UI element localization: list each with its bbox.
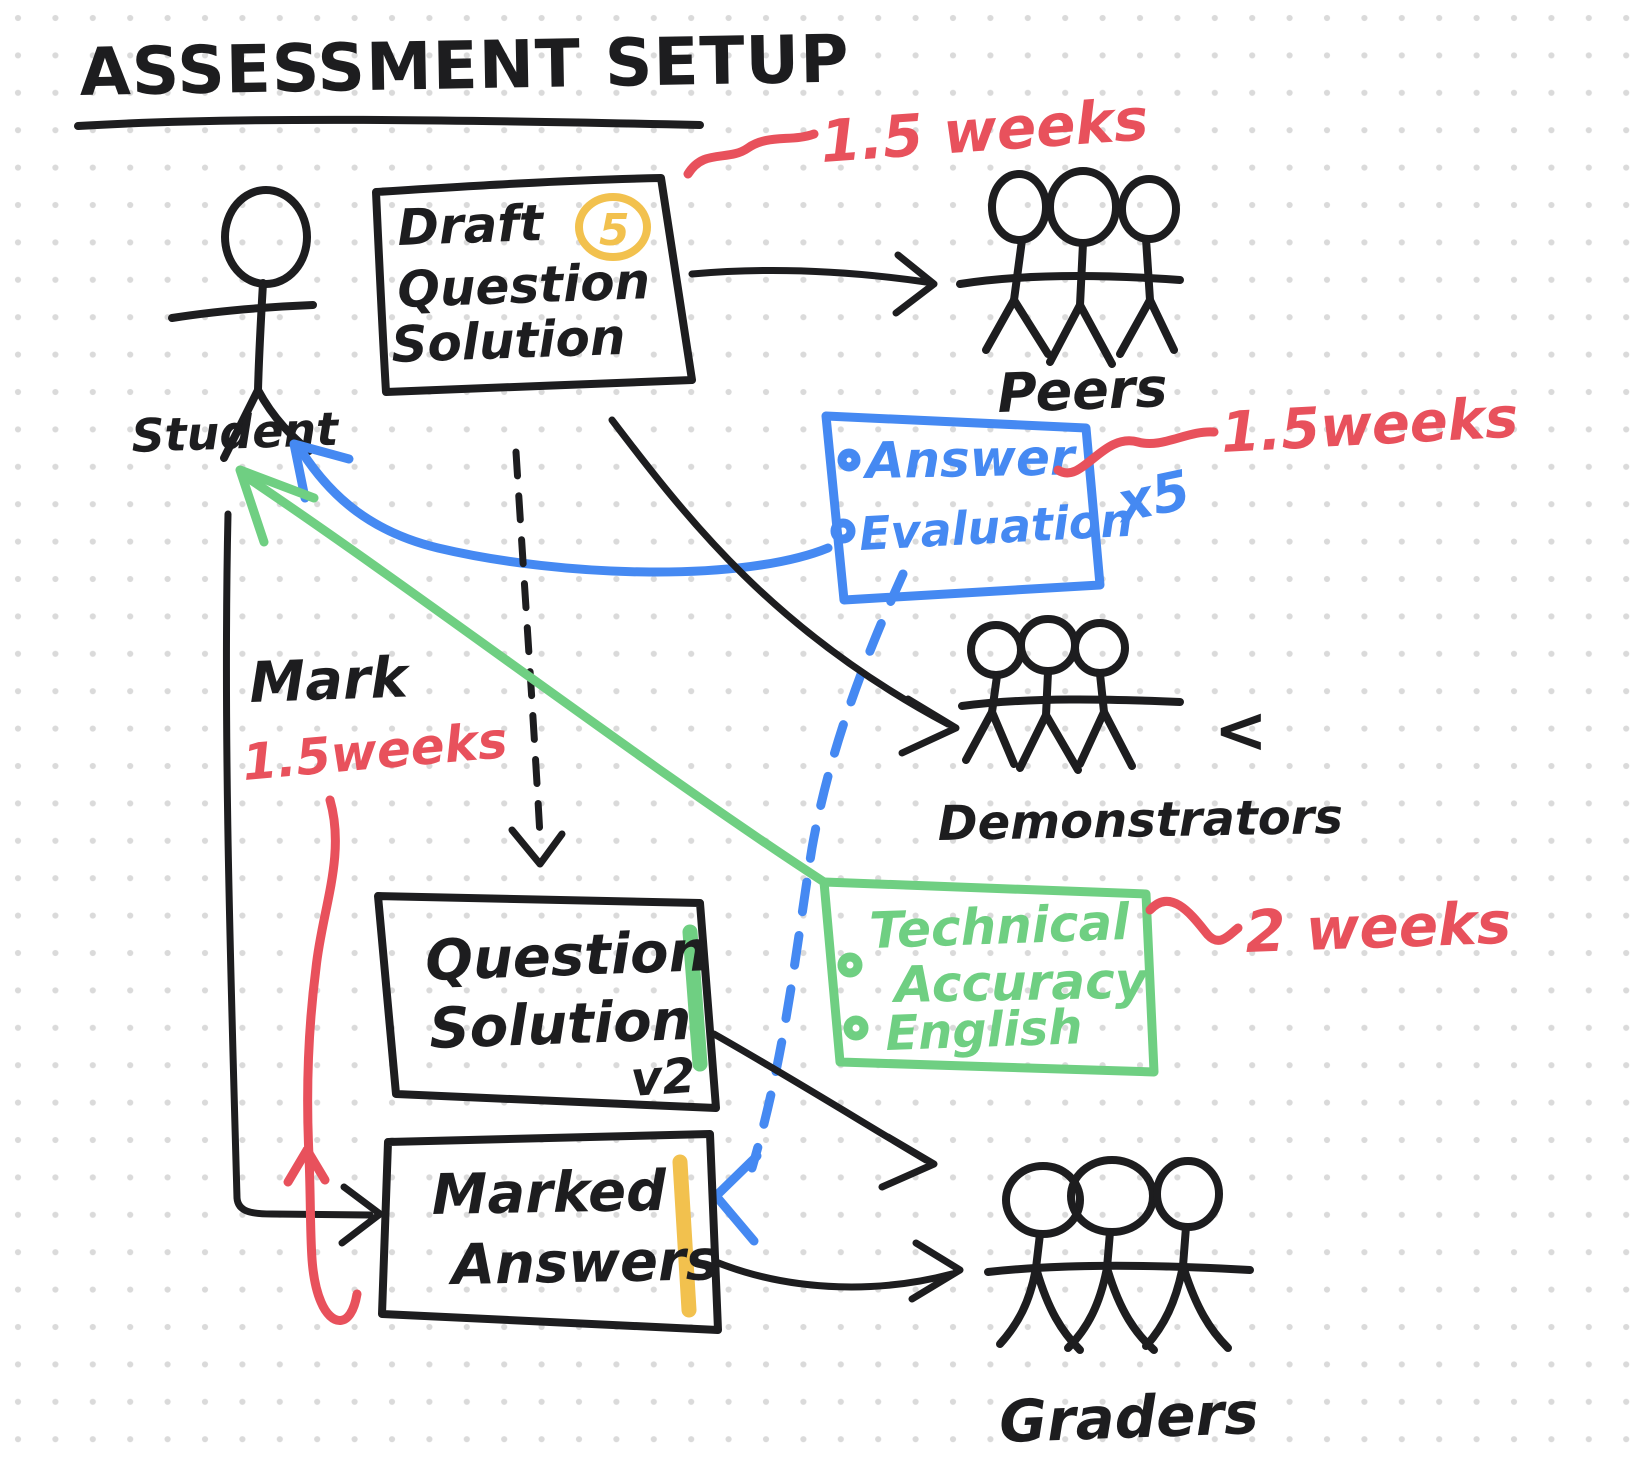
student-node: Student	[130, 186, 341, 463]
draft-question-solution-box: Draft Question Solution 5	[372, 174, 696, 396]
arrowhead-up-icon	[283, 1145, 330, 1187]
v2-box-line-1: Question	[424, 919, 709, 994]
demonstrators-marker: <	[1214, 694, 1268, 768]
arrowhead-right-icon	[878, 1133, 938, 1191]
arrowhead-upleft-icon	[235, 465, 319, 547]
demonstrator-legs	[962, 708, 1136, 774]
graders-node: Graders	[984, 1156, 1260, 1456]
criteria-line-2: Accuracy	[890, 952, 1150, 1015]
red-connector-squiggle	[1053, 427, 1219, 478]
draft-box-line-3: Solution	[390, 308, 626, 374]
bullet-icon	[837, 952, 863, 978]
red-revision-loop	[283, 795, 362, 1325]
arrow-v2-to-graders	[710, 1030, 938, 1191]
arrow-shaft	[297, 447, 833, 577]
arrowhead-right-icon	[892, 251, 938, 317]
arrowhead-right-icon	[338, 1183, 384, 1247]
bullet-icon	[830, 518, 856, 544]
marked-box-line-2: Answers	[447, 1228, 719, 1298]
multiplier-label: x5	[1109, 458, 1196, 535]
arrow-shaft	[222, 510, 374, 1219]
annotation-peer-review-duration: 1.5weeks	[1053, 386, 1520, 478]
page-title: ASSESSMENT SETUP	[79, 21, 850, 111]
peer-review-duration-label: 1.5weeks	[1219, 386, 1519, 466]
peer-legs	[982, 296, 1178, 368]
peers-node: Peers	[956, 167, 1184, 425]
arrow-shaft	[712, 1258, 956, 1291]
arrow-draft-to-demonstrators	[608, 416, 960, 757]
dashed-arrow-shaft	[512, 448, 544, 840]
bullet-icon	[843, 1015, 869, 1041]
bullet-icon	[837, 448, 861, 472]
demonstrators-linked-arms	[958, 695, 1184, 710]
criteria-note-outline	[819, 877, 1159, 1077]
demonstrators-label: Demonstrators	[937, 789, 1343, 852]
arrowhead-upleft-icon	[289, 439, 354, 503]
student-arms	[168, 301, 317, 322]
criteria-line-3: English	[884, 999, 1083, 1062]
draft-box-outline	[372, 174, 696, 396]
red-connector-squiggle	[1145, 897, 1243, 945]
arrowhead-right-icon	[898, 695, 960, 757]
marked-answers-box: Marked Answers	[378, 1130, 722, 1334]
arrowhead-left-icon	[711, 1151, 762, 1246]
draft-box-line-1: Draft	[396, 194, 546, 257]
version-label: v2	[629, 1048, 697, 1108]
yellow-highlight-bar	[672, 1154, 697, 1318]
criteria-line-1: Technical	[868, 893, 1131, 960]
arrow-shaft	[688, 267, 930, 286]
arrow-criteria-to-student	[235, 465, 829, 887]
title-group: ASSESSMENT SETUP	[74, 21, 850, 130]
answer-item: Answer	[861, 428, 1078, 490]
criteria-duration-label: 2 weeks	[1244, 889, 1512, 966]
count-badge-circle	[575, 193, 651, 261]
demonstrators-node: Demonstrators <	[937, 615, 1343, 852]
arrow-answers-to-student	[289, 439, 833, 577]
dashed-arrow-draft-to-v2	[508, 448, 566, 868]
student-body	[254, 279, 267, 394]
v2-box-outline	[374, 892, 720, 1112]
green-highlight-bar	[682, 924, 708, 1072]
peers-label: Peers	[996, 356, 1168, 425]
peers-linked-arms	[956, 271, 1184, 288]
arrow-shaft	[243, 473, 829, 887]
draft-box-line-2: Question	[396, 252, 651, 319]
criteria-note: Technical Accuracy English	[819, 877, 1159, 1077]
graders-label: Graders	[998, 1379, 1260, 1456]
arrow-marked-to-graders	[712, 1239, 964, 1303]
arrowhead-down-icon	[508, 826, 566, 868]
student-label: Student	[130, 402, 340, 463]
marked-box-outline	[378, 1130, 722, 1334]
dashed-arrow-shaft	[747, 569, 908, 1173]
arrow-draft-to-peers	[688, 251, 938, 317]
loop-stroke	[303, 795, 362, 1325]
arrow-shaft	[608, 416, 952, 728]
grader-legs	[996, 1262, 1232, 1354]
graders-linked-arms	[984, 1261, 1254, 1276]
red-connector-squiggle	[683, 129, 819, 179]
question-solution-v2-box: Question Solution v2	[374, 892, 720, 1112]
v2-box-line-2: Solution	[428, 988, 692, 1062]
title-underline	[74, 115, 704, 130]
arrow-student-to-marked-answers	[222, 510, 384, 1247]
mark-label: Mark	[248, 645, 412, 716]
arrow-evaluation-to-marked-answers	[711, 569, 908, 1246]
marked-box-line-1: Marked	[431, 1159, 667, 1228]
count-badge-value: 5	[599, 205, 630, 256]
arrowhead-right-icon	[908, 1239, 964, 1303]
annotation-criteria-duration: 2 weeks	[1145, 889, 1512, 966]
